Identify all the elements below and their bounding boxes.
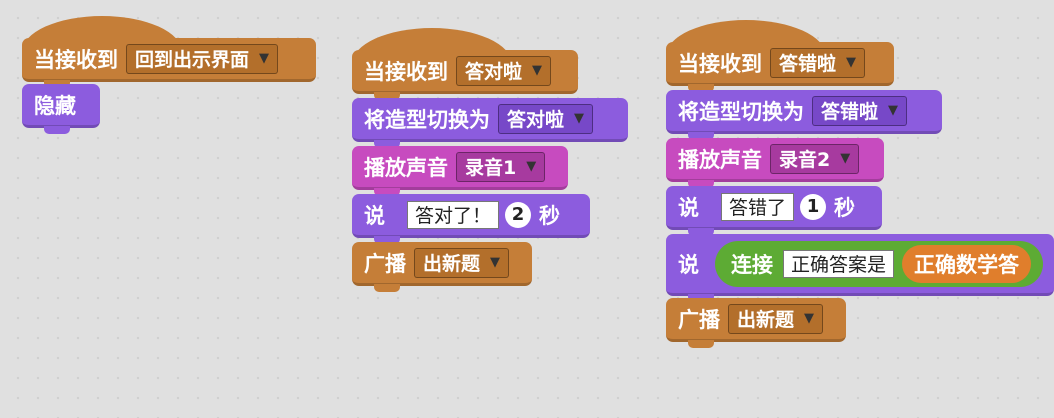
hide-block[interactable]: 隐藏 [22,84,100,134]
join-text-input[interactable]: 正确答案是 [783,249,895,278]
chevron-down-icon: ▼ [840,151,851,166]
seconds-unit: 秒 [539,203,561,228]
hat-label: 当接收到 [364,59,448,84]
switch-costume-label: 将造型切换为 [364,107,490,132]
message-dropdown[interactable]: 回到出示界面 ▼ [126,43,279,74]
when-receive-hat-block[interactable]: 当接收到 答对啦 ▼ [352,28,578,100]
message-dropdown[interactable]: 答对啦 ▼ [456,55,552,86]
costume-value: 答对啦 [507,109,565,131]
broadcast-label: 广播 [364,251,406,276]
chevron-down-icon: ▼ [526,159,537,174]
play-sound-label: 播放声音 [364,155,448,180]
chevron-down-icon: ▼ [574,111,585,126]
variable-reporter[interactable]: 正确数学答 [902,244,1032,283]
costume-dropdown[interactable]: 答对啦 ▼ [498,103,594,134]
say-block[interactable]: 说 连接 正确答案是 正确数学答 [666,234,1054,302]
broadcast-value: 出新题 [737,309,795,331]
say-text-input[interactable]: 答错了 [721,192,795,221]
sound-value: 录音2 [779,149,831,171]
seconds-input[interactable]: 1 [800,193,827,220]
broadcast-dropdown[interactable]: 出新题 ▼ [728,303,824,334]
switch-costume-label: 将造型切换为 [678,99,804,124]
play-sound-block[interactable]: 播放声音 录音2 ▼ [666,138,884,188]
join-operator[interactable]: 连接 正确答案是 正确数学答 [715,240,1044,287]
broadcast-dropdown[interactable]: 出新题 ▼ [414,247,510,278]
sound-dropdown[interactable]: 录音2 ▼ [770,143,860,174]
seconds-unit: 秒 [834,195,856,220]
broadcast-value: 出新题 [423,253,481,275]
variable-name: 正确数学答 [914,252,1020,277]
say-for-secs-block[interactable]: 说 答错了 1 秒 [666,186,882,236]
broadcast-block[interactable]: 广播 出新题 ▼ [352,242,532,292]
say-label: 说 [364,203,385,228]
when-receive-hat-block[interactable]: 当接收到 答错啦 ▼ [666,20,894,92]
chevron-down-icon: ▼ [259,51,270,66]
sound-value: 录音1 [465,157,517,179]
hat-label: 当接收到 [678,51,762,76]
switch-costume-block[interactable]: 将造型切换为 答错啦 ▼ [666,90,942,140]
message-dropdown[interactable]: 答错啦 ▼ [770,47,866,78]
play-sound-block[interactable]: 播放声音 录音1 ▼ [352,146,568,196]
chevron-down-icon: ▼ [804,311,815,326]
switch-costume-block[interactable]: 将造型切换为 答对啦 ▼ [352,98,628,148]
chevron-down-icon: ▼ [490,255,501,270]
join-label: 连接 [731,252,773,277]
say-for-secs-block[interactable]: 说 答对了！ 2 秒 [352,194,590,244]
say-text-input[interactable]: 答对了！ [407,200,500,229]
costume-dropdown[interactable]: 答错啦 ▼ [812,95,908,126]
seconds-input[interactable]: 2 [505,201,532,228]
chevron-down-icon: ▼ [846,55,857,70]
broadcast-label: 广播 [678,307,720,332]
costume-value: 答错啦 [821,101,879,123]
broadcast-block[interactable]: 广播 出新题 ▼ [666,298,846,348]
play-sound-label: 播放声音 [678,147,762,172]
chevron-down-icon: ▼ [532,63,543,78]
say-label: 说 [678,252,699,277]
message-value: 答错啦 [779,53,837,75]
say-label: 说 [678,195,699,220]
sound-dropdown[interactable]: 录音1 ▼ [456,151,546,182]
message-value: 回到出示界面 [135,49,250,71]
chevron-down-icon: ▼ [888,103,899,118]
hide-label: 隐藏 [34,93,76,118]
hat-label: 当接收到 [34,47,118,72]
when-receive-hat-block[interactable]: 当接收到 回到出示界面 ▼ [22,16,316,88]
message-value: 答对啦 [465,61,523,83]
